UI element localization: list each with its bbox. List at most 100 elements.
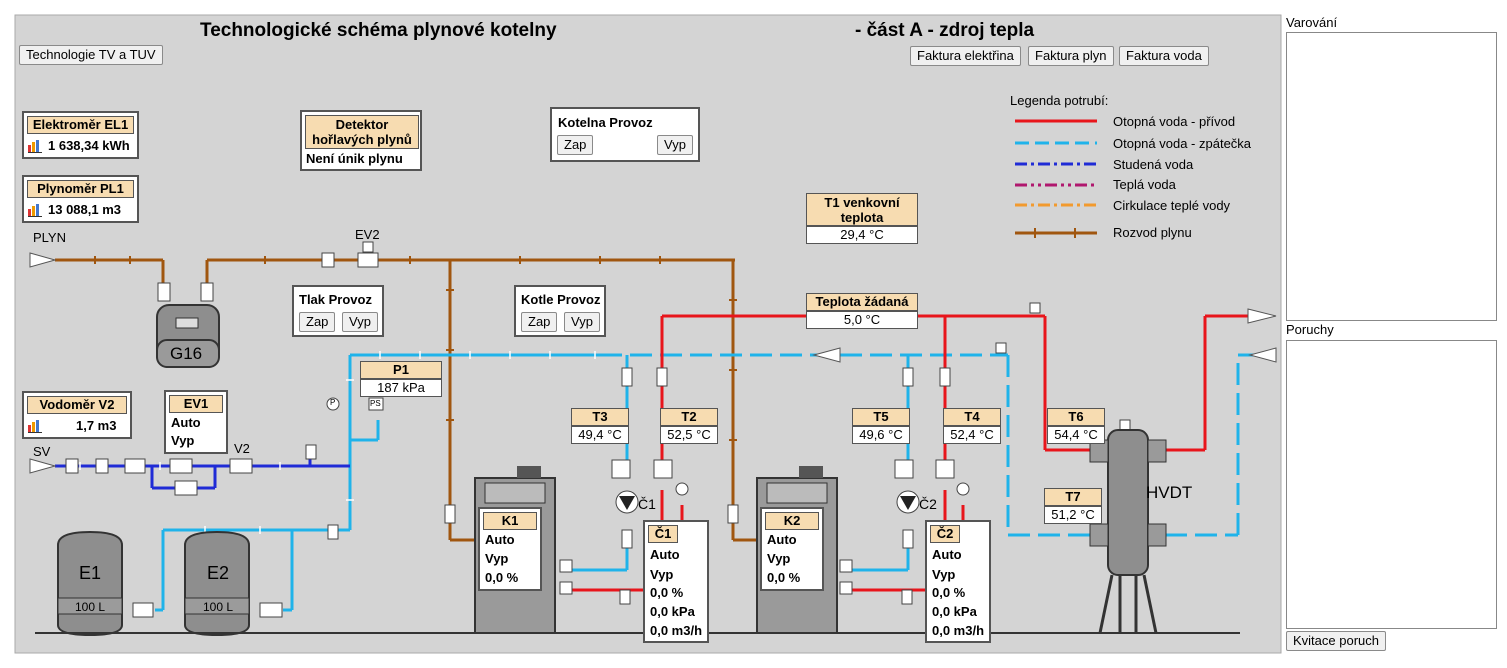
bar-chart-icon [28, 204, 42, 218]
meter-value: 1 638,34 kWh [28, 138, 130, 154]
kotelna-zap-button[interactable]: Zap [557, 135, 594, 155]
gas-meter-pl1[interactable]: Plynoměr PL1 13 088,1 m3 [22, 175, 139, 223]
boiler-k2-panel[interactable]: K2 Auto Vyp 0,0 % [760, 507, 824, 591]
bar-chart-icon [28, 140, 42, 154]
detector-label: Detektor hořlavých plynů [305, 115, 419, 149]
tlak-vyp-button[interactable]: Vyp [342, 312, 378, 332]
kvitace-poruch-button[interactable]: Kvitace poruch [1286, 631, 1386, 651]
t3-label: T3 [571, 408, 629, 426]
bar-chart-icon [28, 420, 42, 434]
t2-label: T2 [660, 408, 718, 426]
c2-mode: Auto [932, 547, 962, 562]
plyn-label: PLYN [33, 230, 66, 245]
v2-label: V2 [234, 441, 250, 456]
page-subtitle: - část A - zdroj tepla [855, 20, 1035, 41]
faktura-plyn-button[interactable]: Faktura plyn [1028, 46, 1114, 66]
ev2-label: EV2 [355, 227, 380, 242]
legend-lines [1015, 119, 1097, 235]
c2-power: 0,0 % [932, 585, 966, 600]
e2-volume: 100 L [203, 600, 234, 614]
page-title: Technologické schéma plynové kotelny [200, 20, 557, 41]
electricity-meter-el1[interactable]: Elektroměr EL1 1 638,34 kWh [22, 111, 139, 159]
warnings-title: Varování [1286, 15, 1338, 30]
kotelna-vyp-button[interactable]: Vyp [657, 135, 693, 155]
faktura-voda-button[interactable]: Faktura voda [1119, 46, 1209, 66]
hvdt-label: HVDT [1146, 483, 1193, 502]
pump-symbols [615, 490, 920, 514]
legend-item-gas: Rozvod plynu [1113, 225, 1192, 240]
c1-state: Vyp [650, 567, 674, 582]
gas-ticks [94, 256, 737, 441]
faktura-elektrina-button[interactable]: Faktura elektřina [910, 46, 1021, 66]
gas-detector: Detektor hořlavých plynů Není únik plynu [300, 110, 422, 171]
t1-label: T1 venkovní teplota [806, 193, 918, 226]
faults-title: Poruchy [1286, 322, 1334, 337]
ev1-mode: Auto [171, 415, 201, 430]
kotle-zap-button[interactable]: Zap [521, 312, 558, 332]
e2-label: E2 [207, 563, 230, 583]
legend-item-hot-water: Teplá voda [1113, 177, 1176, 192]
ev1-valve-panel[interactable]: EV1 Auto Vyp [164, 390, 228, 454]
setpoint-label[interactable]: Teplota žádaná [806, 293, 918, 311]
c1-power: 0,0 % [650, 585, 684, 600]
e1-label: E1 [79, 563, 102, 583]
t4-label: T4 [943, 408, 1001, 426]
pressure-switch-label: PS [370, 399, 381, 408]
warnings-textarea[interactable] [1286, 32, 1497, 321]
kotelna-provoz-title: Kotelna Provoz [558, 115, 653, 130]
c1-pressure: 0,0 kPa [650, 604, 695, 619]
gas-meter [156, 304, 220, 368]
legend-gas-ticks [1034, 228, 1076, 238]
water-meter-v2[interactable]: Vodoměr V2 1,7 m3 [22, 391, 132, 439]
c2-label: Č2 [930, 525, 960, 543]
c2-flow: 0,0 m3/h [932, 623, 985, 638]
meter-label: Plynoměr PL1 [27, 180, 134, 198]
t5-label: T5 [852, 408, 910, 426]
meter-label: Vodoměr V2 [27, 396, 127, 414]
kotle-vyp-button[interactable]: Vyp [564, 312, 600, 332]
pump-c2-label: Č2 [919, 496, 937, 512]
gauges [326, 397, 970, 496]
t7-label: T7 [1044, 488, 1102, 506]
legend-item-supply: Otopná voda - přívod [1113, 114, 1236, 129]
legend-item-return: Otopná voda - zpátečka [1113, 136, 1252, 151]
tlak-provoz-title: Tlak Provoz [299, 292, 372, 307]
k2-state: Vyp [767, 551, 791, 566]
setpoint-value[interactable]: 5,0 °C [806, 311, 918, 329]
k2-label: K2 [765, 512, 819, 530]
t5-value: 49,6 °C [852, 426, 910, 444]
e1-volume: 100 L [75, 600, 106, 614]
meter-value: 1,7 m3 [28, 418, 116, 434]
legend-title: Legenda potrubí: [1010, 93, 1109, 108]
c1-flow: 0,0 m3/h [650, 623, 703, 638]
valves [65, 241, 1131, 618]
pump-c2-panel[interactable]: Č2 Auto Vyp 0,0 % 0,0 kPa 0,0 m3/h [925, 520, 991, 643]
expansion-vessels [35, 530, 1240, 637]
k1-label: K1 [483, 512, 537, 530]
detector-status: Není únik plynu [306, 151, 403, 166]
t7-value: 51,2 °C [1044, 506, 1102, 524]
t6-value: 54,4 °C [1047, 426, 1105, 444]
ev1-label: EV1 [169, 395, 223, 413]
g16-label: G16 [170, 344, 203, 363]
c1-label: Č1 [648, 525, 678, 543]
tlak-provoz-panel: Tlak Provoz Zap Vyp [292, 285, 384, 337]
boiler-k1-panel[interactable]: K1 Auto Vyp 0,0 % [478, 507, 542, 591]
pump-c1-label: Č1 [638, 496, 656, 512]
pressure-gauge-label: P [330, 398, 336, 407]
sv-label: SV [33, 444, 51, 459]
pump-c1-panel[interactable]: Č1 Auto Vyp 0,0 % 0,0 kPa 0,0 m3/h [643, 520, 709, 643]
tlak-zap-button[interactable]: Zap [299, 312, 336, 332]
k1-mode: Auto [485, 532, 515, 547]
c2-pressure: 0,0 kPa [932, 604, 977, 619]
technologie-button[interactable]: Technologie TV a TUV [19, 45, 163, 65]
ev1-state: Vyp [171, 433, 195, 448]
gas-pipes [55, 258, 757, 542]
k2-power: 0,0 % [767, 570, 801, 585]
return-dashed [600, 353, 1258, 537]
faults-textarea[interactable] [1286, 340, 1497, 629]
t4-value: 52,4 °C [943, 426, 1001, 444]
legend-item-cold-water: Studená voda [1113, 157, 1194, 172]
p1-label: P1 [360, 361, 442, 379]
k2-mode: Auto [767, 532, 797, 547]
